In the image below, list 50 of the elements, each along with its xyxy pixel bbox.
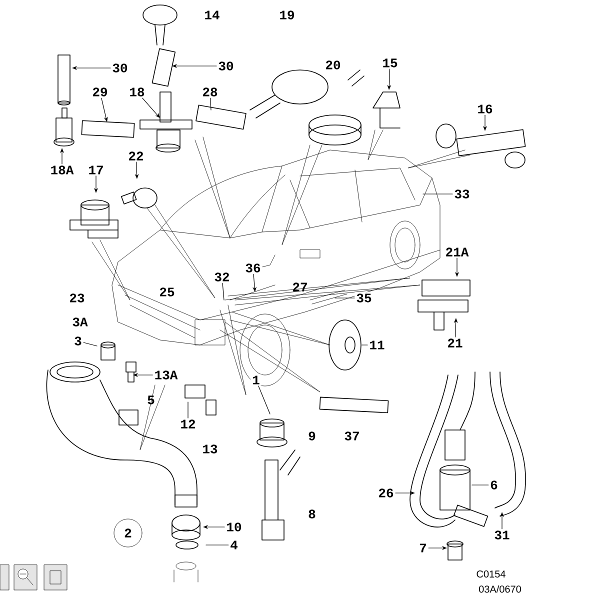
callout-number: 30 <box>110 62 130 74</box>
callout-number: 29 <box>90 86 110 98</box>
callout-number: 30 <box>216 60 236 72</box>
callout-number: 6 <box>488 479 500 491</box>
callout-number: 12 <box>178 418 198 430</box>
leader-line <box>258 386 270 414</box>
callout-number: 10 <box>224 521 244 533</box>
callout-number: 22 <box>126 150 146 162</box>
callout-number: 32 <box>212 271 232 283</box>
callout-number: 35 <box>354 292 374 304</box>
callout-number: 21A <box>444 246 470 258</box>
callout-number: 37 <box>344 432 359 440</box>
callout-number: 23 <box>70 294 84 302</box>
callout-number: 14 <box>205 10 220 20</box>
callout-number: 20 <box>326 60 340 70</box>
circled-callout: 2 <box>114 518 142 548</box>
callout-number: 28 <box>200 86 220 98</box>
callout-number: 13 <box>203 444 218 454</box>
leader-line <box>83 342 98 346</box>
callout-number: 3 <box>72 335 84 347</box>
callout-number: 18 <box>128 86 146 98</box>
callout-number: 5 <box>148 396 154 404</box>
callout-number: 21 <box>446 337 464 349</box>
drawing-code: C0154 <box>476 570 506 578</box>
leader-line <box>101 98 108 122</box>
leader-line <box>206 544 229 546</box>
callout-number: 31 <box>492 529 512 541</box>
callout-number: 25 <box>160 288 174 296</box>
callout-number: 7 <box>418 542 428 554</box>
callout-number: 3A <box>72 318 88 326</box>
leader-line <box>222 282 224 300</box>
callout-number: 26 <box>376 487 396 499</box>
leader-line <box>210 98 212 110</box>
callout-number: 19 <box>280 10 294 20</box>
callout-number: 11 <box>368 339 386 351</box>
leader-line <box>362 344 368 346</box>
callout-number: 13A <box>152 369 180 381</box>
callout-number: 1 <box>250 374 262 386</box>
callout-number: 18A <box>48 164 76 176</box>
callout-number: 33 <box>452 188 472 200</box>
leader-line <box>472 484 489 486</box>
callout-number: 15 <box>380 57 400 69</box>
callout-number: 9 <box>308 432 316 440</box>
callout-number: 8 <box>308 510 316 518</box>
leader-line <box>142 98 160 118</box>
callout-number: 4 <box>228 539 240 551</box>
callout-number: 17 <box>86 164 106 176</box>
callout-number: 16 <box>476 103 494 115</box>
callout-number: 36 <box>244 262 262 274</box>
drawing-code: 03A/0670 <box>479 585 522 593</box>
